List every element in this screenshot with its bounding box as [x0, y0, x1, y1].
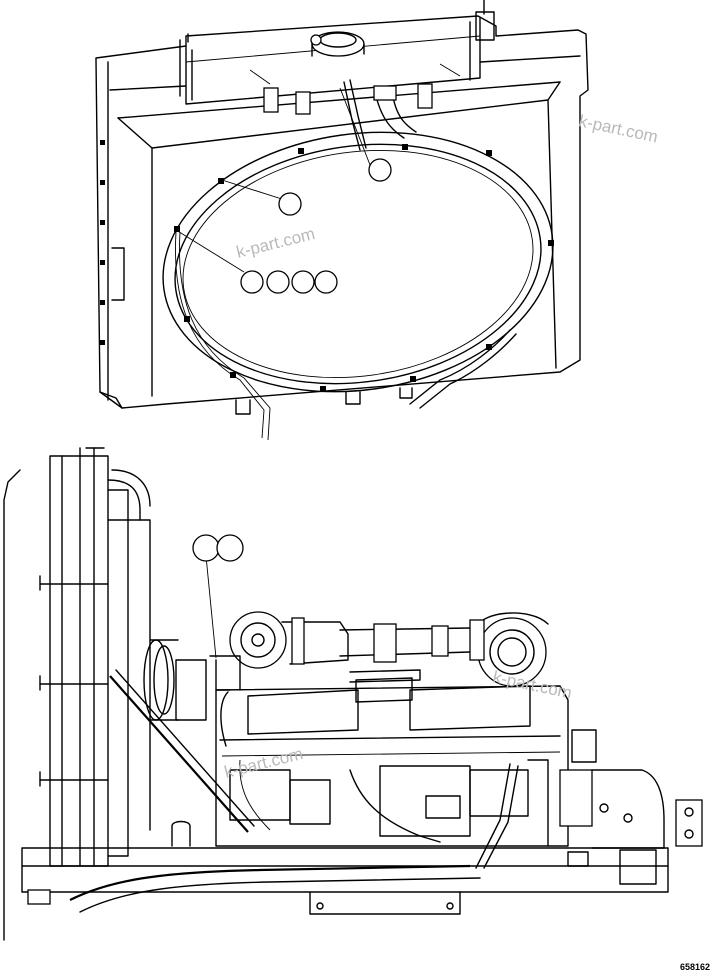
callout-circle: [192, 534, 220, 562]
callout-circle: [278, 192, 302, 216]
callout-circle: [368, 158, 392, 182]
callout-circle: [266, 270, 290, 294]
drawing-code: 658162: [680, 962, 710, 972]
callout-circle: [314, 270, 338, 294]
watermark-text: k-part.com: [577, 111, 659, 146]
engine-side-view: [3, 447, 703, 941]
radiator-shroud-view: [95, 0, 589, 441]
watermark-text: k-part.com: [234, 224, 317, 262]
callout-circle: [216, 534, 244, 562]
callout-circle: [291, 270, 315, 294]
watermark-text: k-part.com: [222, 744, 305, 782]
callout-circle: [240, 270, 264, 294]
